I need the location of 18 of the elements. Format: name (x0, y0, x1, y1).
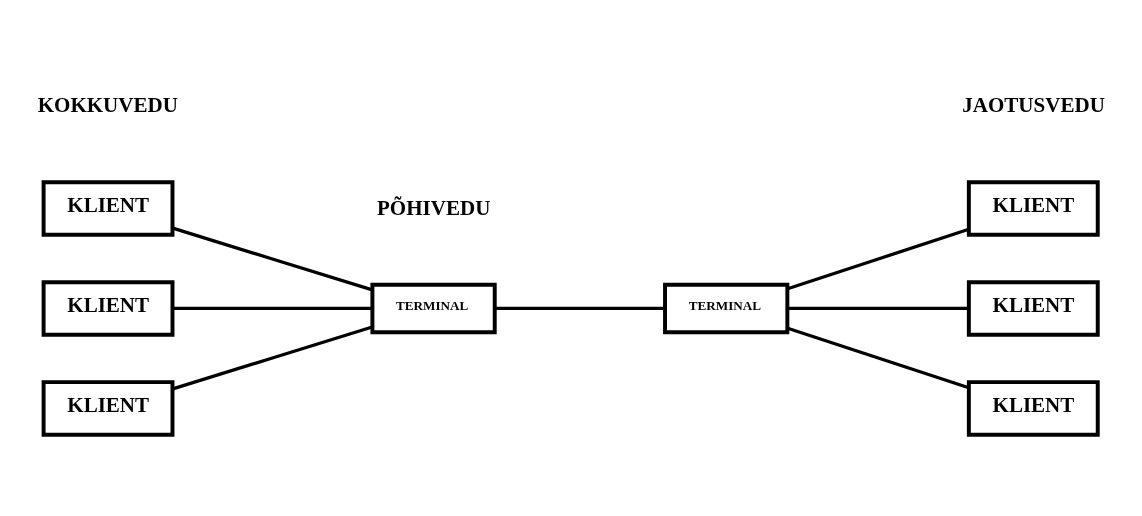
connector (787, 326, 970, 389)
label: JAOTUSVEDU (962, 92, 1105, 117)
connector (172, 324, 373, 390)
node-box: KLIENT (41, 279, 175, 337)
node-box: KLIENT (966, 279, 1100, 337)
connector (172, 306, 373, 310)
connector (787, 227, 970, 290)
connector (787, 306, 969, 310)
node-box: TERMINAL (663, 282, 790, 334)
node-box: KLIENT (966, 179, 1100, 237)
node-box: KLIENT (966, 379, 1100, 437)
node-box: TERMINAL (370, 282, 497, 334)
connector (172, 226, 373, 291)
label: PÕHIVEDU (377, 195, 491, 220)
label: KOKKUVEDU (37, 92, 178, 117)
connector (494, 306, 665, 310)
node-box: KLIENT (41, 179, 175, 237)
node-box: KLIENT (41, 379, 175, 437)
